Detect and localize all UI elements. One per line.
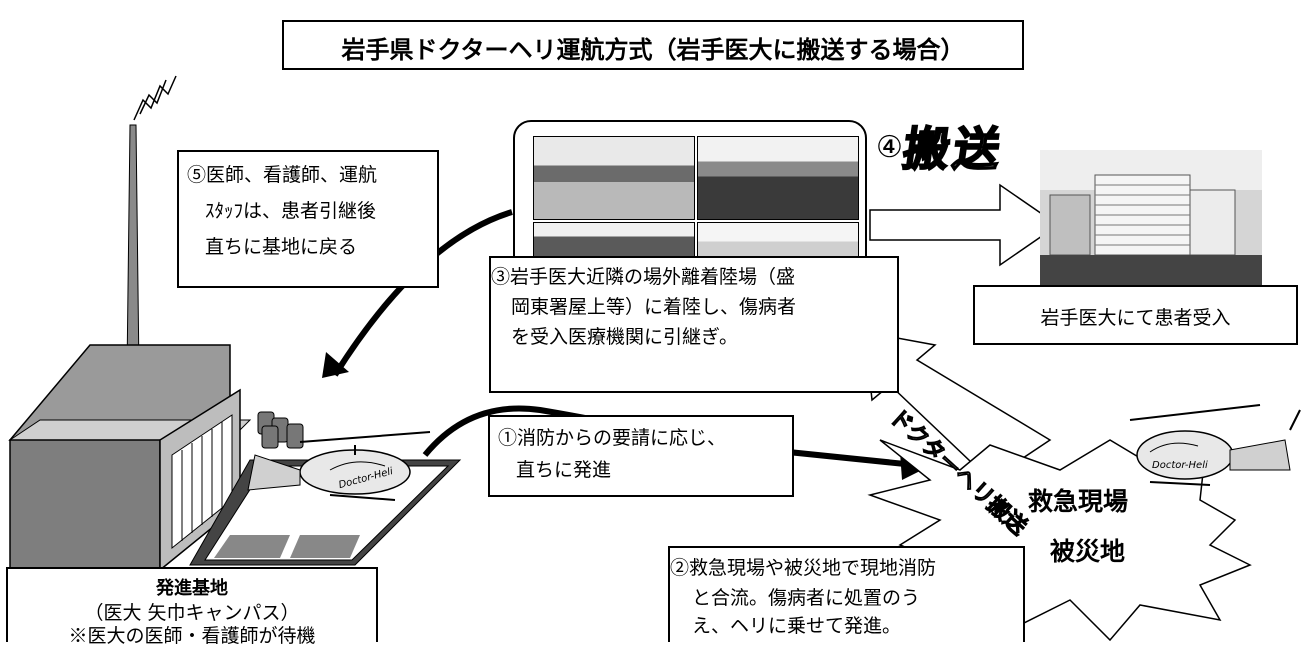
base-title: 発進基地 xyxy=(156,578,228,599)
step3-line-3: を受入医療機関に引継ぎ。 xyxy=(511,326,739,348)
step4-number: ④ xyxy=(876,130,903,165)
base-location: （医大 矢巾キャンパス） xyxy=(84,602,300,624)
page-title: 岩手県ドクターヘリ運航方式（岩手医大に搬送する場合） xyxy=(341,36,965,64)
step2-box: ②救急現場や被災地で現地消防 と合流。傷病者に処置のう え、ヘリに乗せて発進。 xyxy=(668,546,1025,642)
signal-icon xyxy=(133,75,177,121)
scene-label-emergency: 救急現場 xyxy=(1028,487,1129,516)
step2-line-1: ②救急現場や被災地で現地消防 xyxy=(670,557,937,579)
step1-line-1: ①消防からの要請に応じ、 xyxy=(498,427,727,449)
helicopter-marking-scene: Doctor-Heli xyxy=(1152,460,1208,471)
hangar-building xyxy=(8,344,252,572)
step3-box: ③岩手医大近隣の場外離着陸場（盛 岡東署屋上等）に着陸し、傷病者 を受入医療機関… xyxy=(489,256,899,393)
base-box: 発進基地 （医大 矢巾キャンパス） ※医大の医師・看護師が待機 xyxy=(6,567,378,647)
landing-site-photo-4 xyxy=(697,222,859,258)
helicopter-at-base-icon: Doctor-Heli xyxy=(247,431,431,501)
antenna-tower xyxy=(126,75,177,373)
step5-line-1: ⑤医師、看護師、運航 xyxy=(187,164,378,186)
hospital-label: 岩手医大にて患者受入 xyxy=(1040,307,1231,329)
hospital-label-box: 岩手医大にて患者受入 xyxy=(973,285,1298,345)
step1-line-2: 直ちに発進 xyxy=(516,459,612,481)
step3-line-1: ③岩手医大近隣の場外離着陸場（盛 xyxy=(491,266,796,288)
step5-box: ⑤医師、看護師、運航 ｽﾀｯﾌは、患者引継後 直ちに基地に戻る xyxy=(177,150,439,288)
hospital-photo xyxy=(1040,150,1262,285)
step5-line-3: 直ちに基地に戻る xyxy=(205,236,358,258)
landing-site-photo-2 xyxy=(697,136,859,220)
step5-line-2: ｽﾀｯﾌは、患者引継後 xyxy=(205,200,377,222)
title-box: 岩手県ドクターヘリ運航方式（岩手医大に搬送する場合） xyxy=(282,20,1024,70)
scene-label-disaster: 被災地 xyxy=(1050,537,1126,566)
transport-arrow xyxy=(869,183,1060,267)
step1-box: ①消防からの要請に応じ、 直ちに発進 xyxy=(488,415,794,497)
landing-site-photo-3 xyxy=(533,222,695,258)
step2-line-3: え、ヘリに乗せて発進。 xyxy=(692,615,902,637)
fuel-drums-icon xyxy=(257,411,304,449)
step3-line-2: 岡東署屋上等）に着陸し、傷病者 xyxy=(511,296,797,318)
base-note: ※医大の医師・看護師が待機 xyxy=(68,625,316,647)
landing-site-photo-1 xyxy=(533,136,695,220)
helicopter-at-scene-icon: Doctor-Heli xyxy=(1129,404,1301,486)
step2-line-2: と合流。傷病者に処置のう xyxy=(692,587,921,609)
step4-label: 搬送 xyxy=(899,121,1009,177)
